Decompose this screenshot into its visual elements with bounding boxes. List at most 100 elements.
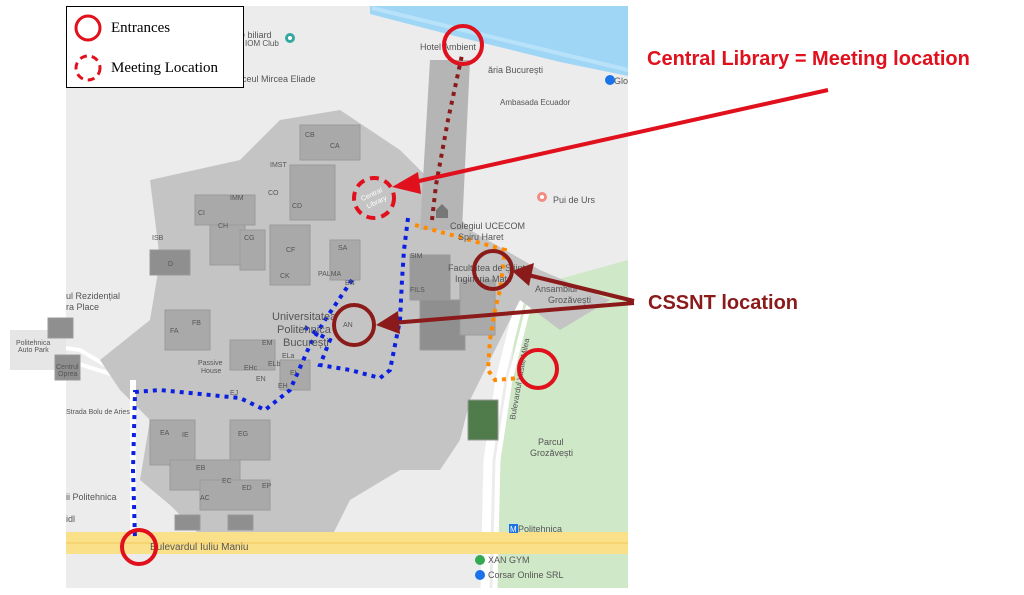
metro-icon: M	[509, 524, 518, 534]
bldg-d: D	[168, 261, 173, 268]
label-biliard: e biliard	[240, 30, 272, 40]
entrance-east	[517, 348, 559, 390]
bldg-ei: EI	[290, 370, 297, 377]
library-callout: Central Library = Meeting location	[647, 48, 970, 70]
label-facultatea-2: Ingineria Mate	[455, 274, 512, 284]
bldg-an: AN	[343, 322, 353, 329]
bldg-co: CO	[268, 190, 279, 197]
bldg-eb: EB	[196, 465, 206, 472]
label-grozavesti-1: Ansamblul	[535, 284, 577, 294]
bldg-elb: ELb	[268, 361, 281, 368]
bldg-ed: ED	[242, 485, 252, 492]
bldg-ej: EJ	[230, 390, 238, 397]
bldg-eg: EG	[238, 431, 248, 438]
map-legend: Entrances Meeting Location	[66, 6, 244, 88]
label-passive-1: Passive	[198, 360, 223, 367]
label-left-3: Centrul	[56, 364, 79, 371]
label-upb-1: Universitatea	[272, 311, 337, 323]
bldg-fa: FA	[170, 328, 179, 335]
bldg-cg: CG	[244, 235, 255, 242]
bldg-palma: PALMA	[318, 271, 342, 278]
label-piata: ăria București	[488, 65, 543, 75]
label-idl: idl	[66, 514, 75, 524]
bldg-ck: CK	[280, 273, 290, 280]
label-iom-club: IOM Club	[245, 39, 279, 48]
map-pin-icon	[605, 75, 615, 85]
label-passive-2: House	[201, 368, 221, 375]
route-blue-southwest	[130, 278, 354, 541]
bldg-sim: SIM	[410, 253, 423, 260]
cssnt-circle-1	[472, 249, 514, 291]
meeting-circle-icon	[74, 54, 102, 82]
label-corsar: Corsar Online SRL	[488, 570, 564, 580]
label-facultatea-1: Facultatea de Știința	[448, 263, 530, 273]
cssnt-arrow-2	[376, 301, 635, 334]
bldg-ea: EA	[160, 430, 170, 437]
bldg-ep: EP	[262, 483, 272, 490]
bldg-eh: EH	[278, 383, 288, 390]
bldg-sa: SA	[338, 245, 348, 252]
label-left-2: Auto Park	[18, 347, 49, 354]
bldg-ela: ELa	[282, 353, 295, 360]
label-ambasada: Ambasada Ecuador	[500, 98, 571, 107]
label-hotel: Hotel Ambient	[420, 42, 477, 52]
bldg-imm: IMM	[230, 195, 244, 202]
bldg-cb: CB	[305, 132, 315, 139]
bldg-fils: FILS	[410, 287, 425, 294]
label-politehnica-metro: Politehnica	[518, 524, 562, 534]
label-liceul: Liceul Mircea Eliade	[235, 74, 316, 84]
label-left-4: Oprea	[58, 371, 78, 378]
label-xan-gym: XAN GYM	[488, 555, 530, 565]
bldg-ec: EC	[222, 478, 232, 485]
label-parc-2: Grozăvești	[530, 448, 573, 458]
bldg-ci: CI	[198, 210, 205, 217]
gym-icon	[475, 555, 485, 565]
svg-text:M: M	[510, 525, 517, 534]
bldg-en: EN	[256, 376, 266, 383]
label-bulevardul-iuliu: Bulevardul Iuliu Maniu	[150, 542, 248, 553]
entrance-north	[442, 24, 484, 66]
building-codes: CA CB IMST CO CD CF CK IMM CI CH CG ISB …	[16, 132, 425, 502]
cssnt-circle-2	[332, 303, 376, 347]
entrance-circle-icon	[74, 14, 102, 42]
bldg-em: EM	[262, 340, 273, 347]
bldg-cd: CD	[292, 203, 302, 210]
bldg-cf: CF	[286, 247, 295, 254]
legend-entrances-label: Entrances	[111, 19, 171, 36]
label-str-bolu: Strada Bolu de Aries	[66, 409, 130, 416]
shop-icon	[475, 570, 485, 580]
bldg-ehc: EHc	[244, 365, 258, 372]
label-upb-3: București	[283, 337, 329, 349]
bldg-isb: ISB	[152, 235, 164, 242]
library-arrow	[392, 88, 829, 194]
label-camin-2: ra Place	[66, 302, 99, 312]
label-colegiul-2: Spiru Haret	[458, 232, 504, 242]
label-pui-de-urs: Pui de Urs	[553, 195, 596, 205]
label-colegiul-1: Colegiul UCECOM	[450, 221, 525, 231]
route-orange-east	[414, 223, 521, 383]
entrance-south	[120, 528, 158, 566]
bldg-ch: CH	[218, 223, 228, 230]
bldg-fb: FB	[192, 320, 201, 327]
label-politehnica-left: ii Politehnica	[66, 492, 117, 502]
bldg-ca: CA	[330, 143, 340, 150]
park-grozavesti	[495, 260, 628, 588]
bldg-bn: BN	[345, 280, 355, 287]
road-vasile-milea-2	[492, 299, 533, 589]
cssnt-arrow-1	[512, 263, 635, 303]
river-edge	[371, 6, 629, 72]
north-corridor	[420, 60, 470, 230]
map-pin-icon	[537, 192, 547, 202]
legend-meeting: Meeting Location	[73, 53, 218, 83]
legend-meeting-label: Meeting Location	[111, 59, 219, 76]
label-camin-1: ul Rezidențial	[66, 291, 120, 301]
label-left-1: Politehnica	[16, 340, 50, 347]
label-upb-2: Politehnica	[277, 324, 332, 336]
label-parc-1: Parcul	[538, 437, 564, 447]
label-grozavesti-2: Grozăvești	[548, 295, 591, 305]
bldg-ac: AC	[200, 495, 210, 502]
bldg-ie: IE	[182, 432, 189, 439]
church-icon	[436, 204, 448, 218]
route-blue-library-an	[299, 217, 410, 381]
